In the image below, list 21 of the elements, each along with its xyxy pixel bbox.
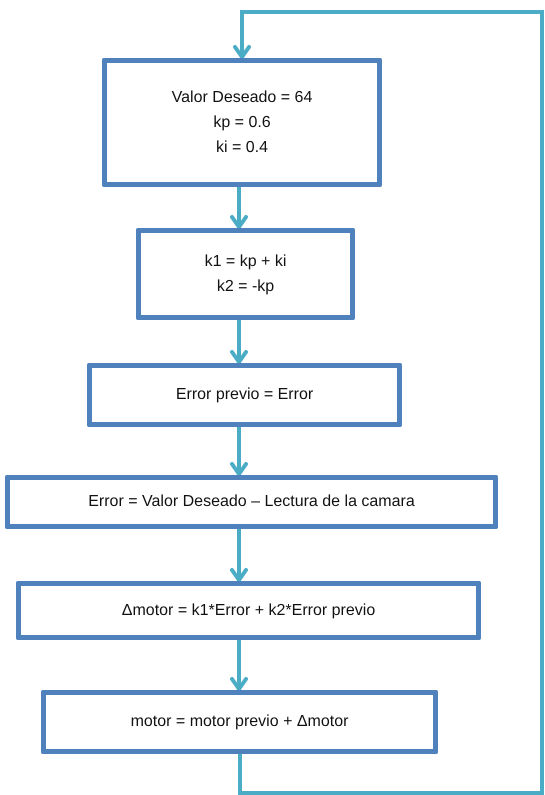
arrow: [230, 640, 248, 691]
formula-text: k1 = kp + ki: [204, 252, 286, 271]
formula-text: motor = motor previo + Δmotor: [130, 712, 348, 732]
formula-text: Error = Valor Deseado – Lectura de la camara: [88, 492, 415, 512]
formula-text: kp = 0.6: [213, 112, 271, 132]
formula-text: k2 = -kp: [216, 277, 274, 296]
arrow: [233, 10, 544, 795]
arrow: [230, 529, 248, 582]
formula-text: Valor Deseado = 64: [172, 88, 312, 107]
formula-text: Δmotor = k1*Error + k2*Error previo: [122, 600, 376, 620]
process-box: [136, 228, 355, 320]
process-box: [87, 363, 402, 427]
formula-text: Error previo = Error: [176, 385, 314, 405]
process-box: [16, 581, 481, 640]
process-box: [102, 58, 382, 187]
process-box: [5, 475, 498, 529]
arrow: [230, 187, 248, 229]
arrow: [230, 427, 248, 476]
arrow: [230, 320, 248, 364]
formula-text: ki = 0.4: [216, 138, 268, 158]
process-box: [41, 690, 438, 754]
